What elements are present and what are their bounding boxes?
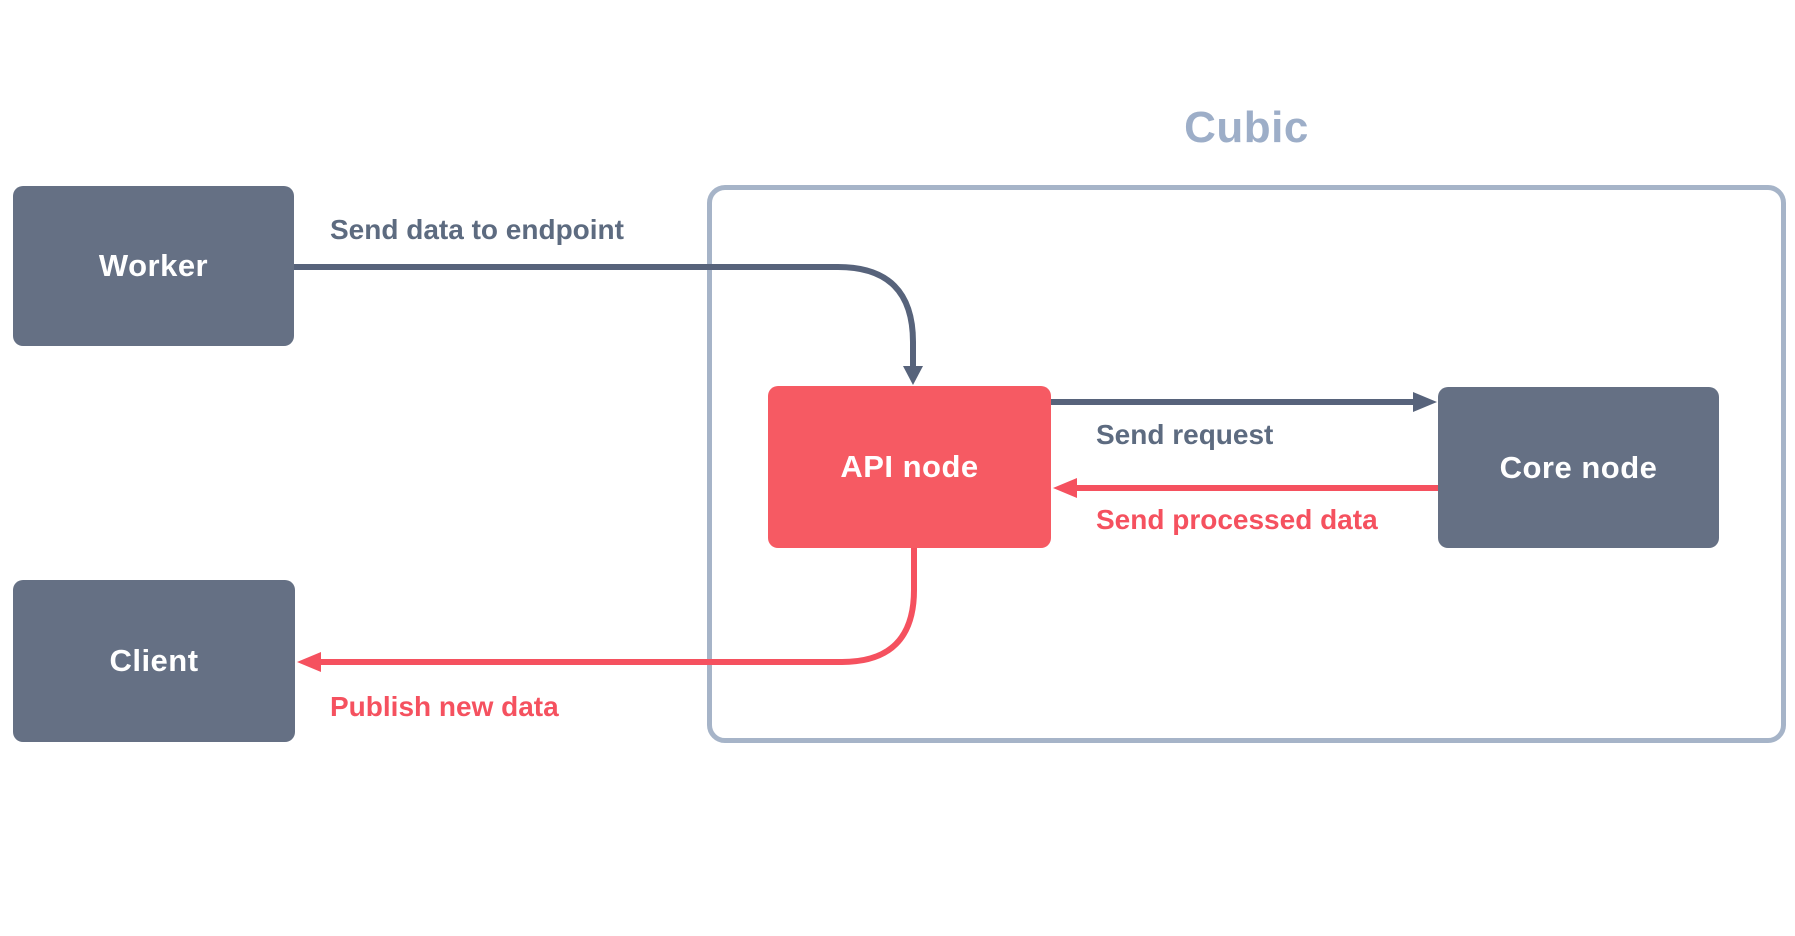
node-worker-label: Worker [98,248,209,283]
arrowhead-core-to-api-icon [1053,478,1077,498]
arrowhead-api-to-client-icon [297,652,321,672]
node-client-label: Client [109,643,199,678]
node-api: API node [768,386,1051,548]
node-core: Core node [1438,387,1719,548]
node-worker: Worker [13,186,294,346]
cubic-boundary-box [707,185,1786,743]
node-client: Client [13,580,295,742]
node-api-label: API node [840,449,979,484]
edge-label-send-request: Send request [1096,419,1274,450]
arrowhead-api-to-core-icon [1413,392,1437,412]
edge-label-publish-new-data: Publish new data [330,691,559,722]
arrowhead-worker-to-api-icon [903,366,923,385]
edge-api-to-client [321,548,917,665]
cubic-title: Cubic [1184,103,1309,152]
edge-label-send-data-to-endpoint: Send data to endpoint [330,214,624,245]
node-core-label: Core node [1499,449,1658,485]
edge-label-send-processed-data: Send processed data [1096,504,1378,535]
edge-worker-to-api [294,264,916,367]
